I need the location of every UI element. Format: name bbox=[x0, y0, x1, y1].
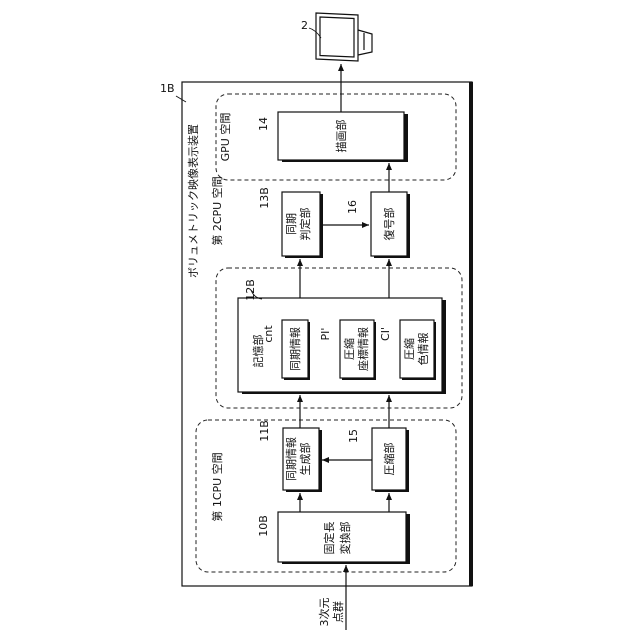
comp-coord-line1: 圧縮 bbox=[342, 338, 356, 360]
sync-judge-line2: 判定部 bbox=[298, 208, 312, 241]
sync-gen-line2: 生成部 bbox=[298, 443, 312, 476]
sync-gen-ref: 11B bbox=[258, 420, 271, 442]
monitor-ref: 2 bbox=[301, 19, 308, 32]
gpu-space-label: GPU 空間 bbox=[218, 113, 232, 162]
input-label-line2: 点群 bbox=[331, 601, 345, 623]
comp-color-line1: 圧縮 bbox=[402, 338, 416, 360]
device-frame-shadow bbox=[469, 82, 473, 586]
renderer-label: 描画部 bbox=[334, 120, 348, 153]
decoder-label: 復号部 bbox=[382, 208, 396, 241]
comp-coord-line2: 座標情報 bbox=[356, 327, 370, 371]
storage-ref: 12B bbox=[244, 279, 257, 301]
device-leader bbox=[176, 96, 186, 102]
device-ref: 1B bbox=[160, 82, 175, 95]
fixed-length-line1: 固定長 bbox=[322, 522, 336, 555]
cpu2-space-label: 第 2CPU 空間 bbox=[210, 176, 224, 245]
sync-gen-line1: 同期情報 bbox=[285, 437, 298, 481]
comp-color-line2: 色情報 bbox=[416, 333, 430, 366]
comp-color-ref: CI' bbox=[379, 327, 392, 341]
cpu1-space-label: 第 1CPU 空間 bbox=[210, 452, 224, 521]
compressor-ref: 15 bbox=[347, 429, 360, 443]
sync-judge-line1: 同期 bbox=[285, 213, 298, 235]
monitor-leader bbox=[309, 28, 321, 38]
sync-info-ref: cnt bbox=[262, 325, 275, 343]
decoder-ref: 16 bbox=[346, 200, 359, 214]
comp-coord-ref: PI' bbox=[319, 328, 332, 341]
compressor-label: 圧縮部 bbox=[382, 443, 396, 476]
fixed-length-line2: 変換部 bbox=[338, 522, 352, 555]
device-title: ボリュメトリック映像表示装置 bbox=[186, 124, 200, 278]
sync-info-label: 同期情報 bbox=[289, 327, 302, 371]
fixed-length-ref: 10B bbox=[257, 515, 270, 537]
monitor-icon bbox=[316, 13, 372, 61]
input-label-line1: 3次元 bbox=[317, 598, 331, 627]
renderer-ref: 14 bbox=[257, 117, 270, 131]
sync-judge-ref: 13B bbox=[258, 187, 271, 209]
